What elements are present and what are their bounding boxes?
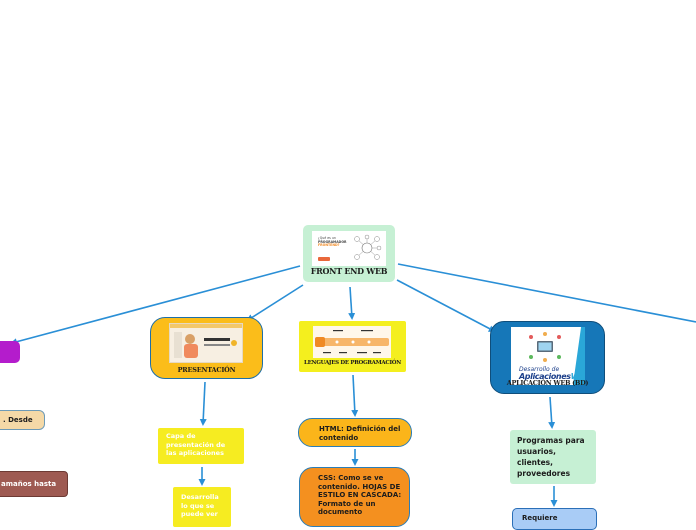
css-node[interactable]: CSS: Como se ve contenido. HOJAS DE ESTI… <box>299 467 410 527</box>
presentacion-node[interactable]: PRESENTACIÓN <box>150 317 263 379</box>
requiere-node[interactable]: Requiere <box>512 508 597 530</box>
center-topic-label: FRONT END WEB <box>310 266 388 276</box>
purple-node[interactable]: z <box>0 341 20 363</box>
portfolio-image <box>169 323 243 363</box>
frontend-programmer-image: ¿Qué es un PROGRAMADOR FRONTEND? <box>312 231 386 266</box>
lenguajes-node[interactable]: LENGUAJES DE PROGRAMACIÓN <box>299 321 406 372</box>
edge-center-to-purple <box>10 265 301 346</box>
capa-presentacion-node[interactable]: Capa de presentación de las aplicaciones <box>158 428 244 464</box>
brand-logo-icon <box>318 257 330 261</box>
image-title-line2: PROGRAMADOR <box>318 239 347 244</box>
desarrolla-node[interactable]: Desarrolla lo que se puede ver <box>173 487 231 527</box>
brand-line-1: Desarrollo de <box>519 366 560 373</box>
brand-word-aplicaciones: Aplicaciones <box>519 372 571 381</box>
image-title-line1: ¿Qué es un <box>318 236 336 240</box>
desde-node[interactable]: . Desde <box>0 410 45 430</box>
lenguajes-label: LENGUAJES DE PROGRAMACIÓN <box>304 360 401 366</box>
brand-line-2: AplicacionesWeb <box>519 372 585 381</box>
programas-node[interactable]: Programas para usuarios, clientes, prove… <box>510 430 596 484</box>
languages-timeline-icon <box>315 330 389 354</box>
portfolio-illustration-icon <box>170 324 242 358</box>
edge-aplicacion-to-programas <box>548 396 556 429</box>
image-title-line3: FRONTEND? <box>318 243 340 248</box>
tamanos-node[interactable]: amaños hasta <box>0 471 68 497</box>
aplicacion-web-label: APLICACIÓN WEB (BD) <box>506 379 589 387</box>
edge-presentacion-to-capa <box>199 381 207 426</box>
edge-center-to-lenguajes <box>348 286 356 320</box>
network-diagram-icon <box>354 234 382 260</box>
web-apps-image: Desarrollo de AplicacionesWeb <box>511 327 585 385</box>
center-topic-node[interactable]: ¿Qué es un PROGRAMADOR FRONTEND? FRONT E… <box>303 225 395 282</box>
aplicacion-web-node[interactable]: Desarrollo de AplicacionesWeb APLICACIÓN… <box>490 321 605 394</box>
html-node[interactable]: HTML: Definición del contenido <box>298 418 412 447</box>
edge-center-to-presentacion <box>246 284 304 322</box>
edge-lenguajes-to-html <box>351 374 359 417</box>
languages-image <box>313 326 391 358</box>
edge-center-to-right <box>397 263 696 323</box>
presentacion-label: PRESENTACIÓN <box>177 366 236 374</box>
brand-word-web: Web <box>570 372 585 381</box>
edge-center-to-aplicacion <box>396 279 496 332</box>
devices-network-icon <box>529 332 561 362</box>
